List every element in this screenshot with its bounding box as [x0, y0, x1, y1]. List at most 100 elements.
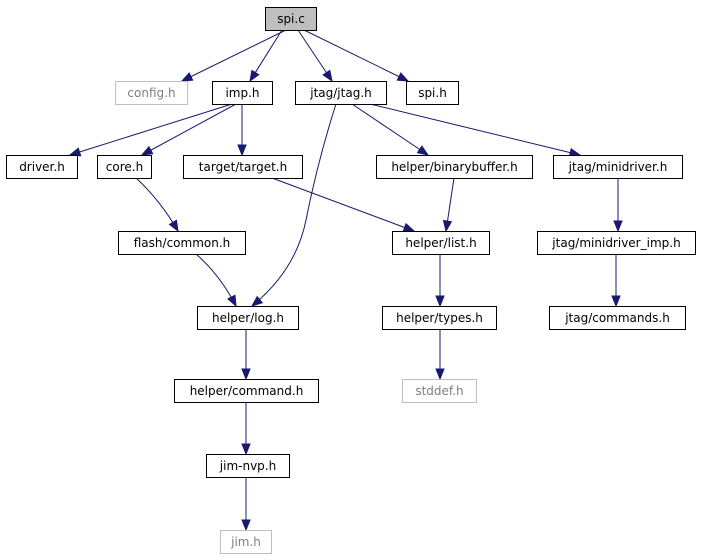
edge-jtag-minidriver-h-to-jtag-minidriver-imp-h	[613, 178, 623, 233]
arrowhead	[416, 145, 430, 156]
node-label: jtag/minidriver.h	[568, 160, 668, 174]
node-core-h[interactable]: core.h	[97, 155, 152, 179]
node-label: jtag/minidriver_imp.h	[551, 236, 680, 250]
arrowhead	[227, 294, 237, 308]
arrowhead	[168, 219, 179, 233]
edge-spi-c-to-jtag-jtag-h	[297, 29, 333, 83]
node-label: core.h	[106, 160, 143, 174]
arrowhead	[241, 443, 251, 456]
arrowhead	[611, 295, 621, 308]
node-label: flash/common.h	[134, 236, 231, 250]
edge-spi-c-to-spi-h	[303, 29, 410, 82]
node-box	[220, 530, 272, 554]
edge-line	[271, 177, 415, 232]
edge-jtag-jtag-h-to-jtag-minidriver-h	[369, 103, 582, 158]
arrowhead	[442, 219, 453, 233]
node-jim-nvp-h[interactable]: jim-nvp.h	[206, 454, 290, 478]
node-helper-command-h[interactable]: helper/command.h	[174, 379, 319, 403]
edge-line	[69, 103, 233, 156]
node-label: jim.h	[230, 535, 261, 549]
node-box	[197, 306, 299, 330]
arrowhead	[241, 368, 251, 381]
arrowhead	[402, 222, 416, 232]
edge-line	[141, 103, 237, 156]
node-helper-types-h[interactable]: helper/types.h	[382, 306, 497, 330]
node-box	[97, 155, 152, 179]
node-label: helper/list.h	[405, 236, 476, 250]
node-config-h: config.h	[115, 81, 188, 105]
arrowhead	[249, 69, 260, 83]
edge-imp-h-to-driver-h	[68, 103, 233, 157]
edge-jtag-jtag-h-to-helper-binarybuffer-h	[351, 103, 430, 156]
edge-line	[303, 29, 409, 82]
edge-helper-log-h-to-helper-command-h	[241, 329, 251, 381]
node-box	[265, 7, 317, 31]
node-box	[537, 231, 696, 255]
edge-target-target-h-to-helper-list-h	[271, 177, 416, 232]
node-label: helper/command.h	[190, 384, 304, 398]
arrowhead	[396, 72, 410, 82]
edge-line	[251, 103, 337, 307]
edge-jtag-jtag-h-to-helper-log-h	[250, 103, 337, 307]
arrowhead	[613, 220, 623, 233]
node-label: helper/binarybuffer.h	[391, 160, 517, 174]
arrowhead	[435, 295, 445, 308]
node-label: spi.c	[277, 12, 305, 26]
edge-jtag-minidriver-imp-h-to-jtag-commands-h	[611, 254, 621, 308]
edge-spi-c-to-config-h	[180, 29, 287, 82]
node-box	[6, 155, 78, 179]
node-driver-h[interactable]: driver.h	[6, 155, 78, 179]
node-box	[295, 81, 387, 105]
edge-helper-command-h-to-jim-nvp-h	[241, 402, 251, 456]
edge-jim-nvp-h-to-jim-h	[241, 477, 251, 532]
node-jtag-commands-h[interactable]: jtag/commands.h	[549, 306, 686, 330]
arrowhead	[180, 72, 194, 82]
edge-imp-h-to-core-h	[140, 103, 237, 156]
node-box	[183, 155, 303, 179]
edge-core-h-to-flash-common-h	[135, 177, 179, 233]
node-label: helper/types.h	[396, 311, 483, 325]
arrowhead	[140, 145, 154, 156]
edge-helper-types-h-to-stddef-h	[435, 329, 445, 381]
node-jtag-minidriver-imp-h[interactable]: jtag/minidriver_imp.h	[537, 231, 696, 255]
node-label: jtag/jtag.h	[309, 86, 371, 100]
node-jim-h: jim.h	[220, 530, 272, 554]
node-box	[406, 81, 459, 105]
node-box	[392, 231, 490, 255]
node-jtag-jtag-h[interactable]: jtag/jtag.h	[295, 81, 387, 105]
edge-imp-h-to-target-target-h	[237, 104, 247, 157]
node-label: jtag/commands.h	[564, 311, 670, 325]
node-box	[174, 379, 319, 403]
edge-helper-list-h-to-helper-types-h	[435, 254, 445, 308]
node-label: spi.h	[418, 86, 447, 100]
node-box	[118, 231, 246, 255]
node-jtag-minidriver-h[interactable]: jtag/minidriver.h	[553, 155, 683, 179]
node-spi-h[interactable]: spi.h	[406, 81, 459, 105]
node-target-target-h[interactable]: target/target.h	[183, 155, 303, 179]
node-box	[553, 155, 683, 179]
arrowhead	[68, 147, 82, 157]
node-label: driver.h	[19, 160, 65, 174]
node-box	[212, 81, 273, 105]
node-helper-list-h[interactable]: helper/list.h	[392, 231, 490, 255]
node-label: target/target.h	[199, 160, 287, 174]
arrowhead	[250, 295, 264, 307]
edge-helper-binarybuffer-h-to-helper-list-h	[442, 177, 455, 233]
node-spi-c[interactable]: spi.c	[265, 7, 317, 31]
edge-spi-c-to-imp-h	[249, 29, 283, 83]
node-helper-binarybuffer-h[interactable]: helper/binarybuffer.h	[376, 155, 533, 179]
node-box	[382, 306, 497, 330]
node-label: jim-nvp.h	[219, 459, 276, 473]
node-box	[115, 81, 188, 105]
node-box	[549, 306, 686, 330]
node-flash-common-h[interactable]: flash/common.h	[118, 231, 246, 255]
arrowhead	[322, 69, 333, 83]
node-label: helper/log.h	[212, 311, 284, 325]
node-box	[376, 155, 533, 179]
edge-line	[351, 103, 429, 156]
node-helper-log-h[interactable]: helper/log.h	[197, 306, 299, 330]
node-label: config.h	[127, 86, 175, 100]
node-imp-h[interactable]: imp.h	[212, 81, 273, 105]
edge-line	[369, 103, 581, 156]
